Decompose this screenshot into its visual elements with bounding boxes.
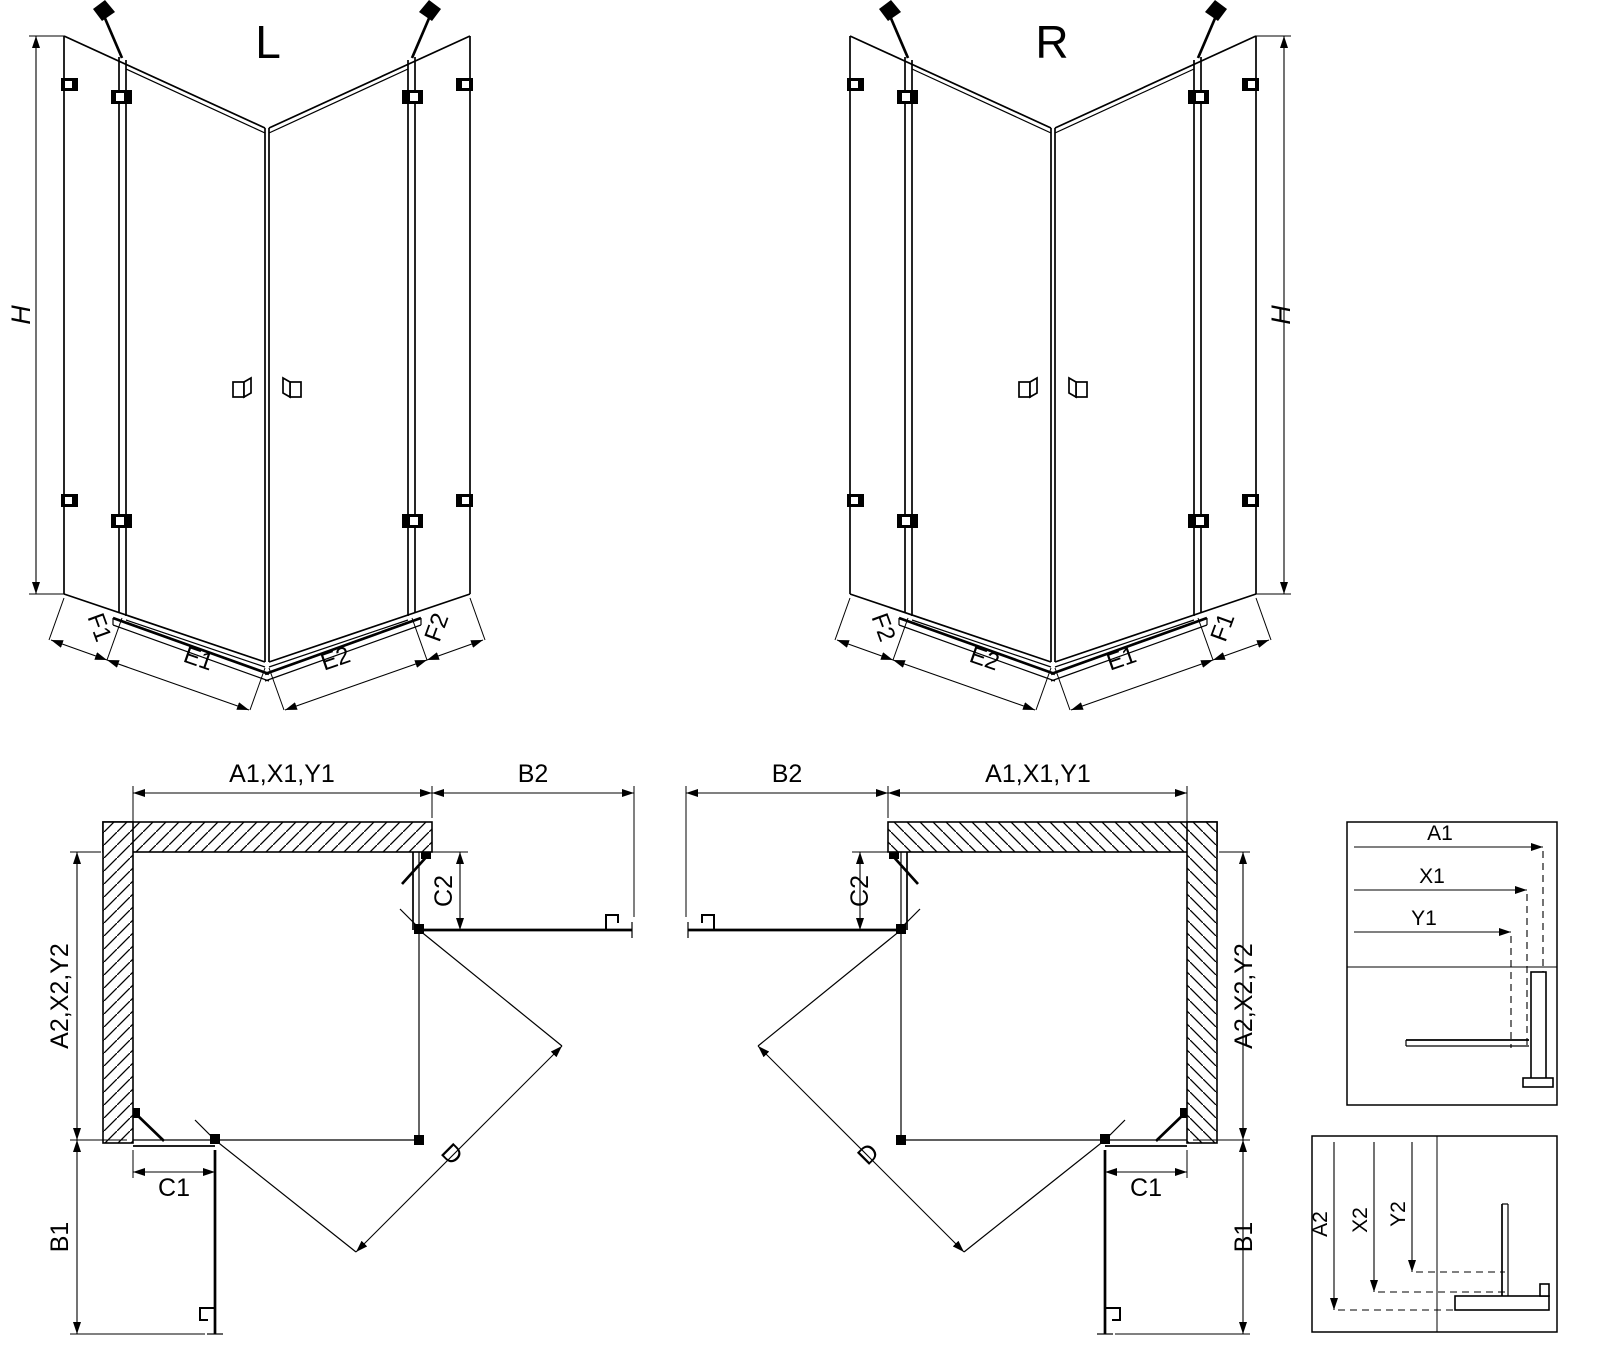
dim-a2x2y2-left: A2,X2,Y2 — [46, 943, 74, 1049]
dim-a2x2y2-right: A2,X2,Y2 — [1230, 943, 1258, 1049]
detail-dim-y2: Y2 — [1387, 1201, 1410, 1227]
dim-height-left: H — [6, 305, 36, 325]
dim-c1-left: C1 — [158, 1174, 190, 1202]
detail-width-box: A1 X1 Y1 — [1346, 821, 1558, 1106]
plan-view-left: A1,X1,Y1 B2 C2 A2,X2,Y2 C1 B1 D — [46, 760, 634, 1334]
view-title-right: R — [1035, 16, 1068, 68]
dim-a1x1y1-right: A1,X1,Y1 — [985, 760, 1091, 788]
detail-dim-a2: A2 — [1309, 1211, 1332, 1237]
dim-b2-left: B2 — [518, 760, 549, 788]
dim-b2-right: B2 — [772, 760, 803, 788]
detail-dim-y1: Y1 — [1411, 907, 1437, 930]
dim-a1x1y1-left: A1,X1,Y1 — [229, 760, 335, 788]
detail-dim-x1: X1 — [1419, 865, 1445, 888]
detail-depth-box: A2 X2 Y2 — [1309, 1135, 1558, 1333]
dim-height-right: H — [1266, 305, 1296, 325]
view-title-left: L — [255, 16, 281, 68]
detail-dim-a1: A1 — [1427, 822, 1453, 845]
dim-c2-left: C2 — [430, 875, 458, 907]
dim-c2-right: C2 — [846, 875, 874, 907]
detail-dim-x2: X2 — [1349, 1207, 1372, 1233]
dim-b1-right: B1 — [1230, 1222, 1258, 1253]
dim-c1-right: C1 — [1130, 1174, 1162, 1202]
dim-b1-left: B1 — [46, 1222, 74, 1253]
